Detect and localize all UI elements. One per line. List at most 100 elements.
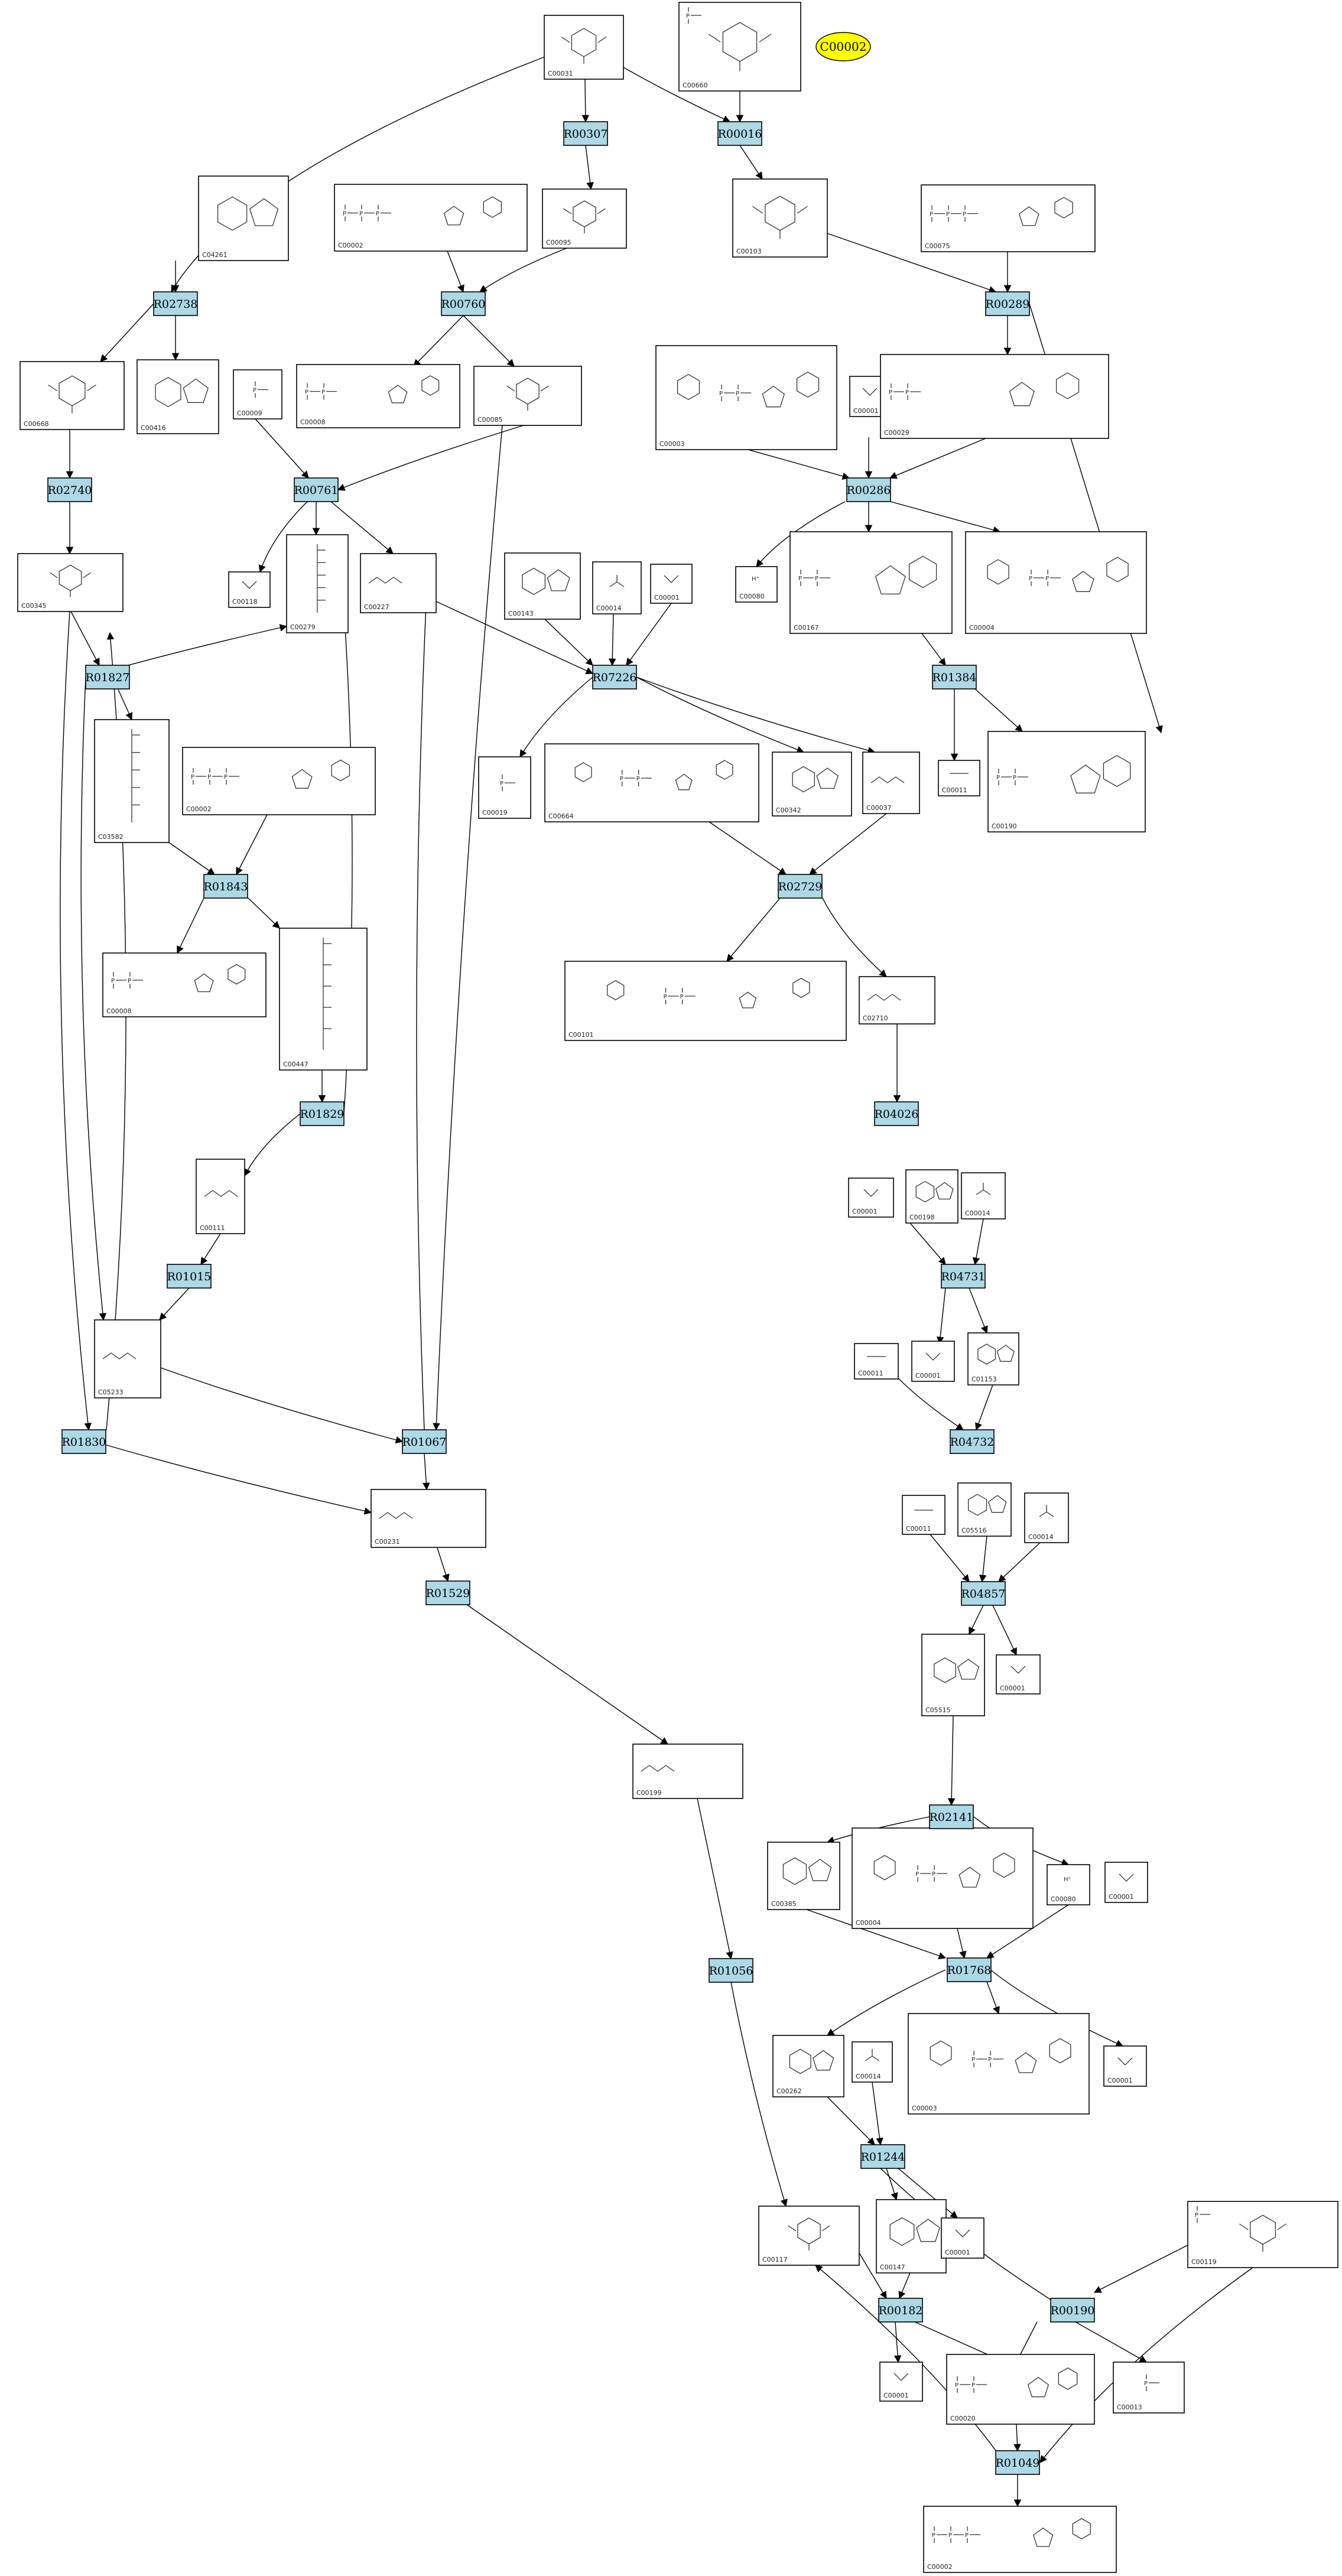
reaction-box[interactable] xyxy=(778,874,823,899)
compound-box[interactable] xyxy=(921,1634,985,1716)
compound-box[interactable] xyxy=(852,2041,893,2083)
compound-box[interactable] xyxy=(678,2,801,92)
compound-box[interactable] xyxy=(879,2362,923,2402)
reaction-box[interactable] xyxy=(402,1429,447,1454)
compound-box[interactable] xyxy=(137,359,219,434)
compound-box[interactable] xyxy=(20,361,125,430)
reaction-node[interactable]: R01049 xyxy=(995,2450,1040,2475)
reaction-node[interactable]: R02729 xyxy=(778,874,823,899)
compound-node[interactable]: C00031 xyxy=(544,15,624,80)
compound-node[interactable]: C00111 xyxy=(196,1159,245,1234)
compound-node[interactable]: C00037 xyxy=(862,752,920,814)
compound-box[interactable] xyxy=(862,752,920,814)
compound-box[interactable] xyxy=(544,743,759,822)
compound-box[interactable] xyxy=(198,175,289,261)
reaction-node[interactable]: R01015 xyxy=(167,1264,212,1289)
compound-box[interactable] xyxy=(967,1332,1019,1385)
compound-node[interactable]: C03582 xyxy=(94,719,170,843)
reaction-node[interactable]: R00307 xyxy=(563,121,608,146)
compound-box[interactable] xyxy=(334,184,528,252)
compound-node[interactable]: C00001 xyxy=(1103,2045,1147,2087)
reaction-node[interactable]: R07226 xyxy=(592,665,637,689)
compound-box[interactable] xyxy=(478,756,531,819)
reaction-node[interactable]: R00016 xyxy=(717,121,762,146)
reaction-box[interactable] xyxy=(1050,2298,1095,2323)
compound-node[interactable]: C00118 xyxy=(228,571,271,608)
reaction-node[interactable]: R02141 xyxy=(929,1804,974,1829)
compound-node[interactable]: C05515 xyxy=(921,1634,985,1716)
reaction-node[interactable]: R04732 xyxy=(950,1429,995,1454)
reaction-node[interactable]: R01768 xyxy=(947,1957,992,1982)
reaction-node[interactable]: R01843 xyxy=(203,874,248,899)
compound-box[interactable] xyxy=(17,553,124,612)
reaction-node[interactable]: R04857 xyxy=(961,1581,1006,1606)
compound-box[interactable] xyxy=(650,564,693,604)
reaction-box[interactable] xyxy=(846,477,891,502)
compound-node[interactable]: C00085 xyxy=(473,366,582,426)
reaction-box[interactable] xyxy=(563,121,608,146)
reaction-box[interactable] xyxy=(950,1429,995,1454)
compound-box[interactable] xyxy=(732,178,828,258)
compound-box[interactable] xyxy=(772,2035,844,2097)
compound-node[interactable]: C00199 xyxy=(632,1744,743,1799)
compound-node[interactable]: C00001 xyxy=(1104,1862,1148,1903)
compound-node[interactable]: C00014 xyxy=(852,2041,893,2083)
reaction-node[interactable]: R00760 xyxy=(441,291,486,316)
compound-box[interactable] xyxy=(923,2506,1117,2573)
compound-box[interactable] xyxy=(360,553,437,613)
reaction-box[interactable] xyxy=(425,1580,470,1605)
reaction-box[interactable] xyxy=(203,874,248,899)
reaction-node[interactable]: R01056 xyxy=(709,1958,753,1983)
reaction-box[interactable] xyxy=(932,665,977,689)
reaction-node[interactable]: R04026 xyxy=(874,1101,919,1126)
compound-node[interactable]: C00227 xyxy=(360,553,437,613)
reaction-node[interactable]: R01830 xyxy=(61,1429,106,1454)
reaction-node[interactable]: R02738 xyxy=(153,291,198,316)
compound-node[interactable]: C00262 xyxy=(772,2035,844,2097)
compound-box[interactable] xyxy=(789,531,953,634)
compound-box[interactable] xyxy=(655,345,837,450)
compound-node[interactable]: C00198 xyxy=(905,1169,958,1224)
compound-node[interactable]: C00001 xyxy=(911,1341,955,1382)
reaction-node[interactable]: R00190 xyxy=(1050,2298,1095,2323)
reaction-box[interactable] xyxy=(85,665,130,689)
reaction-box[interactable] xyxy=(167,1264,212,1289)
reaction-box[interactable] xyxy=(929,1804,974,1829)
highlight-legend[interactable]: C00002 xyxy=(815,32,871,61)
compound-box[interactable] xyxy=(371,1489,486,1548)
compound-box[interactable] xyxy=(961,1172,1006,1219)
reaction-box[interactable] xyxy=(961,1581,1006,1606)
compound-box[interactable] xyxy=(911,1341,955,1382)
compound-box[interactable] xyxy=(233,369,282,419)
compound-node[interactable]: C00385 xyxy=(767,1842,840,1910)
compound-node[interactable]: C00001 xyxy=(848,1178,894,1218)
compound-node[interactable]: C00447 xyxy=(279,928,368,1071)
reaction-box[interactable] xyxy=(860,2144,905,2169)
highlight-ellipse[interactable] xyxy=(815,32,871,61)
reaction-box[interactable] xyxy=(874,1101,919,1126)
compound-box[interactable] xyxy=(544,15,624,80)
compound-box[interactable] xyxy=(965,531,1147,634)
compound-node[interactable]: C00014 xyxy=(961,1172,1006,1219)
reaction-box[interactable] xyxy=(985,291,1030,316)
compound-box[interactable] xyxy=(987,731,1146,832)
compound-node[interactable]: C00147 xyxy=(876,2199,947,2273)
compound-node[interactable]: C00095 xyxy=(542,188,627,249)
compound-box[interactable] xyxy=(228,571,271,608)
compound-box[interactable] xyxy=(1103,2045,1147,2087)
compound-box[interactable] xyxy=(946,2354,1095,2425)
compound-box[interactable] xyxy=(908,2013,1090,2115)
compound-box[interactable] xyxy=(852,1827,1034,1929)
compound-box[interactable] xyxy=(182,747,376,815)
compound-box[interactable] xyxy=(735,566,778,603)
compound-box[interactable] xyxy=(1104,1862,1148,1903)
